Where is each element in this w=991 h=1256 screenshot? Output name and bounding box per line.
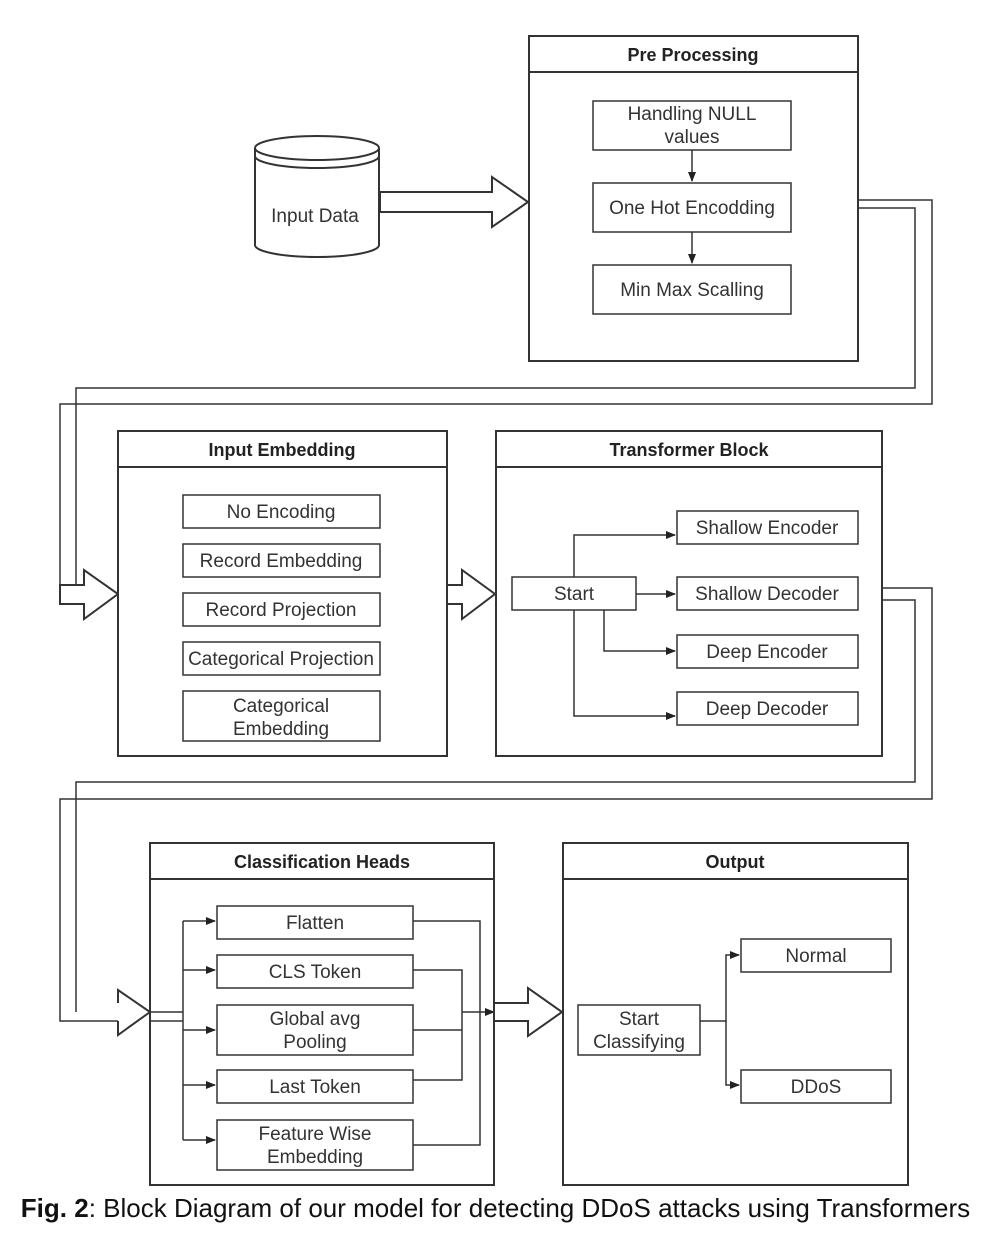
no-encoding-box bbox=[182, 494, 381, 529]
classification-heads-title: Classification Heads bbox=[234, 852, 410, 872]
transformer-block-panel: Transformer Block Start Shallow Encoder … bbox=[495, 430, 883, 757]
cls-token-box bbox=[216, 954, 414, 989]
last-token-label: Last Token bbox=[269, 1077, 361, 1098]
handling-null-line-1: Handling NULL bbox=[628, 104, 757, 125]
record-embedding-box bbox=[182, 543, 381, 578]
branch-to-deep-decoder bbox=[573, 610, 676, 720]
deep-encoder-box bbox=[676, 634, 859, 669]
normal-label: Normal bbox=[785, 946, 846, 967]
arrow-into-heads bbox=[117, 988, 152, 1037]
shallow-encoder-label: Shallow Encoder bbox=[696, 518, 839, 539]
categorical-embedding-line-1: Categorical bbox=[233, 696, 329, 717]
branch-to-deep-encoder bbox=[603, 610, 676, 655]
normal-box bbox=[740, 938, 892, 973]
record-projection-box bbox=[182, 592, 381, 627]
deep-encoder-label: Deep Encoder bbox=[706, 642, 828, 663]
input-data-cylinder: Input Data bbox=[254, 135, 380, 258]
figure-caption-label: Fig. 2 bbox=[20, 1193, 89, 1223]
handling-null-line-2: values bbox=[665, 127, 720, 148]
global-avg-pooling-line-1: Global avg bbox=[270, 1009, 361, 1030]
start-classifying-box bbox=[577, 1004, 701, 1056]
cls-token-label: CLS Token bbox=[269, 962, 362, 983]
shallow-decoder-box bbox=[676, 576, 859, 611]
transformer-block-title: Transformer Block bbox=[609, 440, 769, 460]
global-avg-pooling-line-2: Pooling bbox=[283, 1032, 346, 1053]
preprocessing-title: Pre Processing bbox=[627, 45, 758, 65]
feature-wise-embedding-line-1: Feature Wise bbox=[259, 1124, 372, 1145]
deep-decoder-label: Deep Decoder bbox=[706, 699, 829, 720]
no-encoding-label: No Encoding bbox=[227, 502, 336, 523]
output-title: Output bbox=[706, 852, 765, 872]
one-hot-label: One Hot Encodding bbox=[609, 198, 775, 219]
last-token-box bbox=[216, 1069, 414, 1104]
global-avg-pooling-box bbox=[216, 1004, 414, 1056]
categorical-embedding-box bbox=[182, 690, 381, 742]
arrow-into-embedding bbox=[59, 568, 120, 621]
branch-to-shallow-encoder bbox=[573, 531, 676, 577]
shallow-encoder-box bbox=[676, 510, 859, 545]
arrow-input-to-preprocessing bbox=[379, 175, 530, 229]
arrow-embedding-to-transformer bbox=[446, 568, 497, 622]
connector-transformer-to-heads bbox=[59, 587, 933, 1022]
start-classifying-line-2: Classifying bbox=[593, 1032, 685, 1053]
ddos-label: DDoS bbox=[791, 1077, 842, 1098]
handling-null-box bbox=[592, 100, 792, 151]
block-diagram: Input Data Pre Processing Handling NULL … bbox=[59, 35, 933, 1186]
arrow-heads-to-output bbox=[493, 986, 564, 1038]
transformer-start-label: Start bbox=[554, 584, 595, 605]
heads-merge-inner bbox=[413, 969, 463, 1081]
preprocessing-panel: Pre Processing Handling NULL values One … bbox=[528, 35, 859, 362]
flatten-box bbox=[216, 905, 414, 940]
branch-to-ddos bbox=[725, 1021, 740, 1089]
heads-merge-outer bbox=[413, 920, 481, 1146]
record-projection-label: Record Projection bbox=[205, 600, 356, 621]
categorical-projection-box bbox=[182, 641, 381, 676]
categorical-projection-label: Categorical Projection bbox=[188, 649, 374, 670]
min-max-box bbox=[592, 264, 792, 315]
one-hot-box bbox=[592, 182, 792, 233]
categorical-embedding-line-2: Embedding bbox=[233, 719, 329, 740]
classification-heads-panel: Classification Heads Flatten CLS Token G… bbox=[149, 842, 495, 1186]
branch-to-normal bbox=[700, 951, 740, 1022]
feature-wise-embedding-line-2: Embedding bbox=[267, 1147, 363, 1168]
output-panel: Output Start Classifying Normal DDoS bbox=[562, 842, 909, 1186]
input-embedding-panel: Input Embedding No Encoding Record Embed… bbox=[117, 430, 448, 757]
figure-caption: Fig. 2: Block Diagram of our model for d… bbox=[0, 1193, 991, 1224]
flatten-label: Flatten bbox=[286, 913, 344, 934]
deep-decoder-box bbox=[676, 691, 859, 726]
record-embedding-label: Record Embedding bbox=[200, 551, 363, 572]
start-classifying-line-1: Start bbox=[619, 1009, 660, 1030]
min-max-label: Min Max Scalling bbox=[620, 280, 764, 301]
input-data-label: Input Data bbox=[271, 206, 359, 227]
figure-caption-text: : Block Diagram of our model for detecti… bbox=[88, 1193, 971, 1223]
feature-wise-embedding-box bbox=[216, 1119, 414, 1171]
input-embedding-title: Input Embedding bbox=[209, 440, 356, 460]
shallow-decoder-label: Shallow Decoder bbox=[695, 584, 839, 605]
ddos-box bbox=[740, 1069, 892, 1104]
